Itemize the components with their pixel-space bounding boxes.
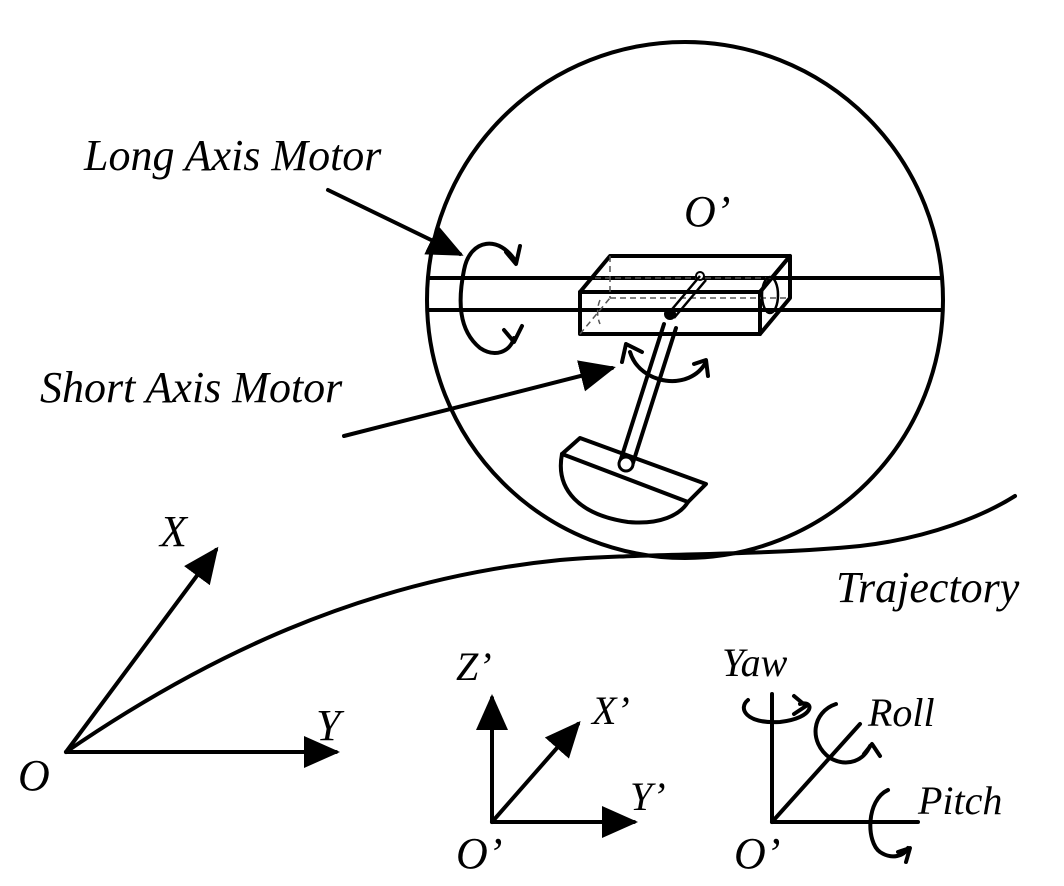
world-y-label: Y	[316, 701, 345, 750]
trajectory-label: Trajectory	[836, 563, 1020, 612]
roll-label: Roll	[867, 690, 935, 735]
long-axis-rotation-arrow	[458, 241, 524, 355]
body-x-label: X’	[590, 688, 630, 733]
short-axis-motor-label: Short Axis Motor	[40, 363, 343, 412]
long-axis-motor-label: Long Axis Motor	[83, 131, 382, 180]
long-axis-motor-leader	[326, 188, 464, 256]
trajectory-curve	[64, 494, 1017, 754]
motor-box	[578, 254, 792, 336]
rotation-origin-label: O’	[734, 829, 780, 878]
body-origin-label: O’	[456, 829, 502, 878]
pitch-label: Pitch	[917, 778, 1002, 823]
short-axis-rotation-arrow	[620, 342, 710, 384]
yaw-label: Yaw	[722, 640, 788, 685]
sphere-shell	[425, 40, 945, 560]
world-origin-label: O	[18, 751, 50, 800]
world-axes	[64, 546, 340, 768]
body-z-label: Z’	[456, 644, 492, 689]
world-x-label: X	[158, 507, 189, 556]
body-y-label: Y’	[630, 774, 666, 819]
center-label: O’	[684, 187, 730, 236]
rotation-axes	[741, 692, 920, 864]
body-axes	[476, 694, 638, 838]
pendulum	[558, 322, 708, 525]
short-axis-motor-leader	[342, 360, 616, 438]
